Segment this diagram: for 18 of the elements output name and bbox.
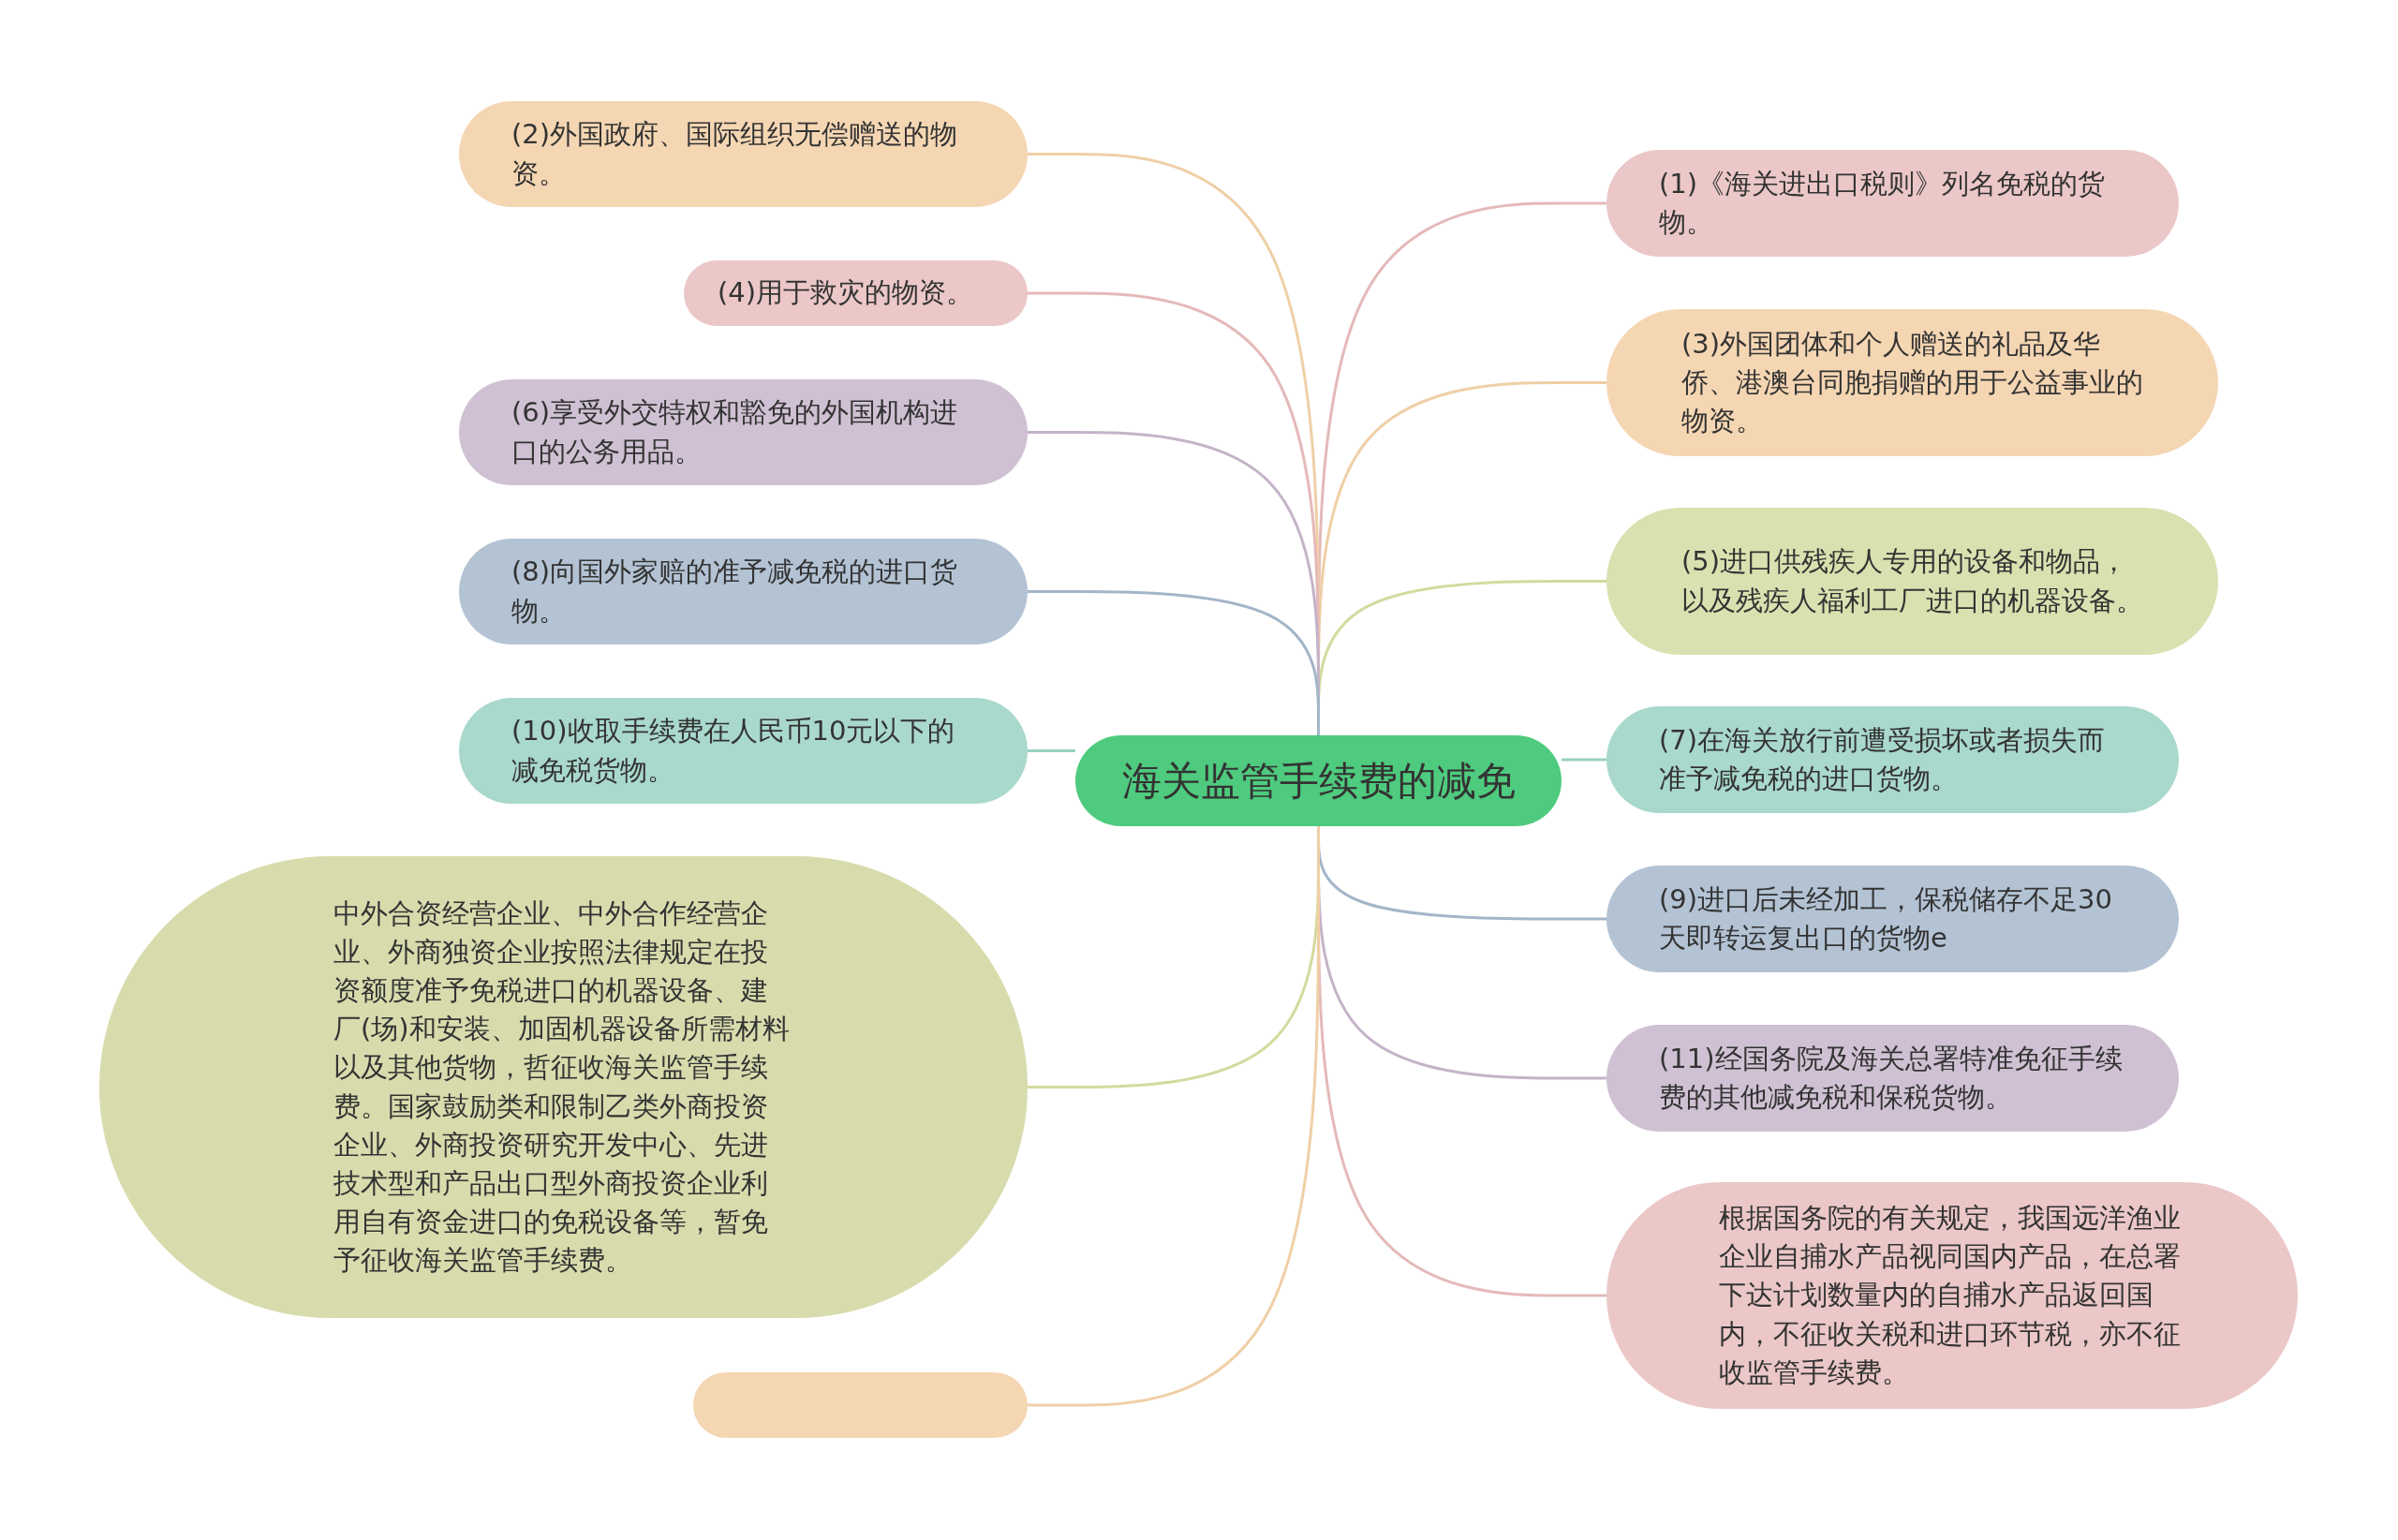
- topic-text: (4)用于救灾的物资。: [718, 275, 974, 311]
- topic-text: (3)外国团体和个人赠送的礼品及华侨、港澳台同胞捐赠的用于公益事业的物资。: [1681, 326, 2143, 439]
- connector-line: [1028, 590, 1320, 735]
- connector-line: [1028, 826, 1320, 1407]
- topic-text: 海关监管手续费的减免: [1121, 756, 1516, 806]
- connector-line: [1028, 749, 1075, 752]
- topic-text: (1)《海关进出口税则》列名免税的货物。: [1659, 166, 2107, 240]
- connector-line: [1562, 758, 1606, 762]
- topic-text: (5)进口供残疾人专用的设备和物品，以及残疾人福利工厂进口的机器设备。: [1681, 544, 2143, 618]
- topic-text: 中外合资经营企业、中外合作经营企业、外商独资企业按照法律规定在投资额度准予免税进口的机器设备、建厂(场)和安装、加固机器设备所需材料以及其他货物，哲征收海关监管手续费。国家鼓励类和限制乙类外商投资企业、外商投资研究开发中心、先进技术型和产品出口型外商投资企业利用自有资金进口的免税设备等，暂免予征收海关监管手续费。: [333, 896, 791, 1279]
- topic-text: 根据国务院的有关规定，我国远洋渔业企业自捕水产品视同国内产品，在总署下达计划数量内的自捕水产品返回国内，不征收关税和进口环节税，亦不征收监管手续费。: [1719, 1201, 2182, 1390]
- topic-text: (2)外国政府、国际组织无偿赠送的物资。: [511, 117, 959, 191]
- topic-text: (11)经国务院及海关总署特准免征手续费的其他减免税和保税货物。: [1659, 1041, 2124, 1115]
- topic-text: (7)在海关放行前遭受损坏或者损失而准予减免税的进口货物。: [1659, 722, 2107, 796]
- topic-text: (8)向国外家赔的准予减免税的进口货物。: [511, 555, 959, 629]
- topic-text: (6)享受外交特权和豁免的外国机构进口的公务用品。: [511, 395, 959, 469]
- topic-text: (10)收取手续费在人民币10元以下的减免税货物。: [511, 714, 956, 788]
- topic-text: (9)进口后未经加工，保税储存不足30天即转运复出口的货物e: [1659, 881, 2113, 955]
